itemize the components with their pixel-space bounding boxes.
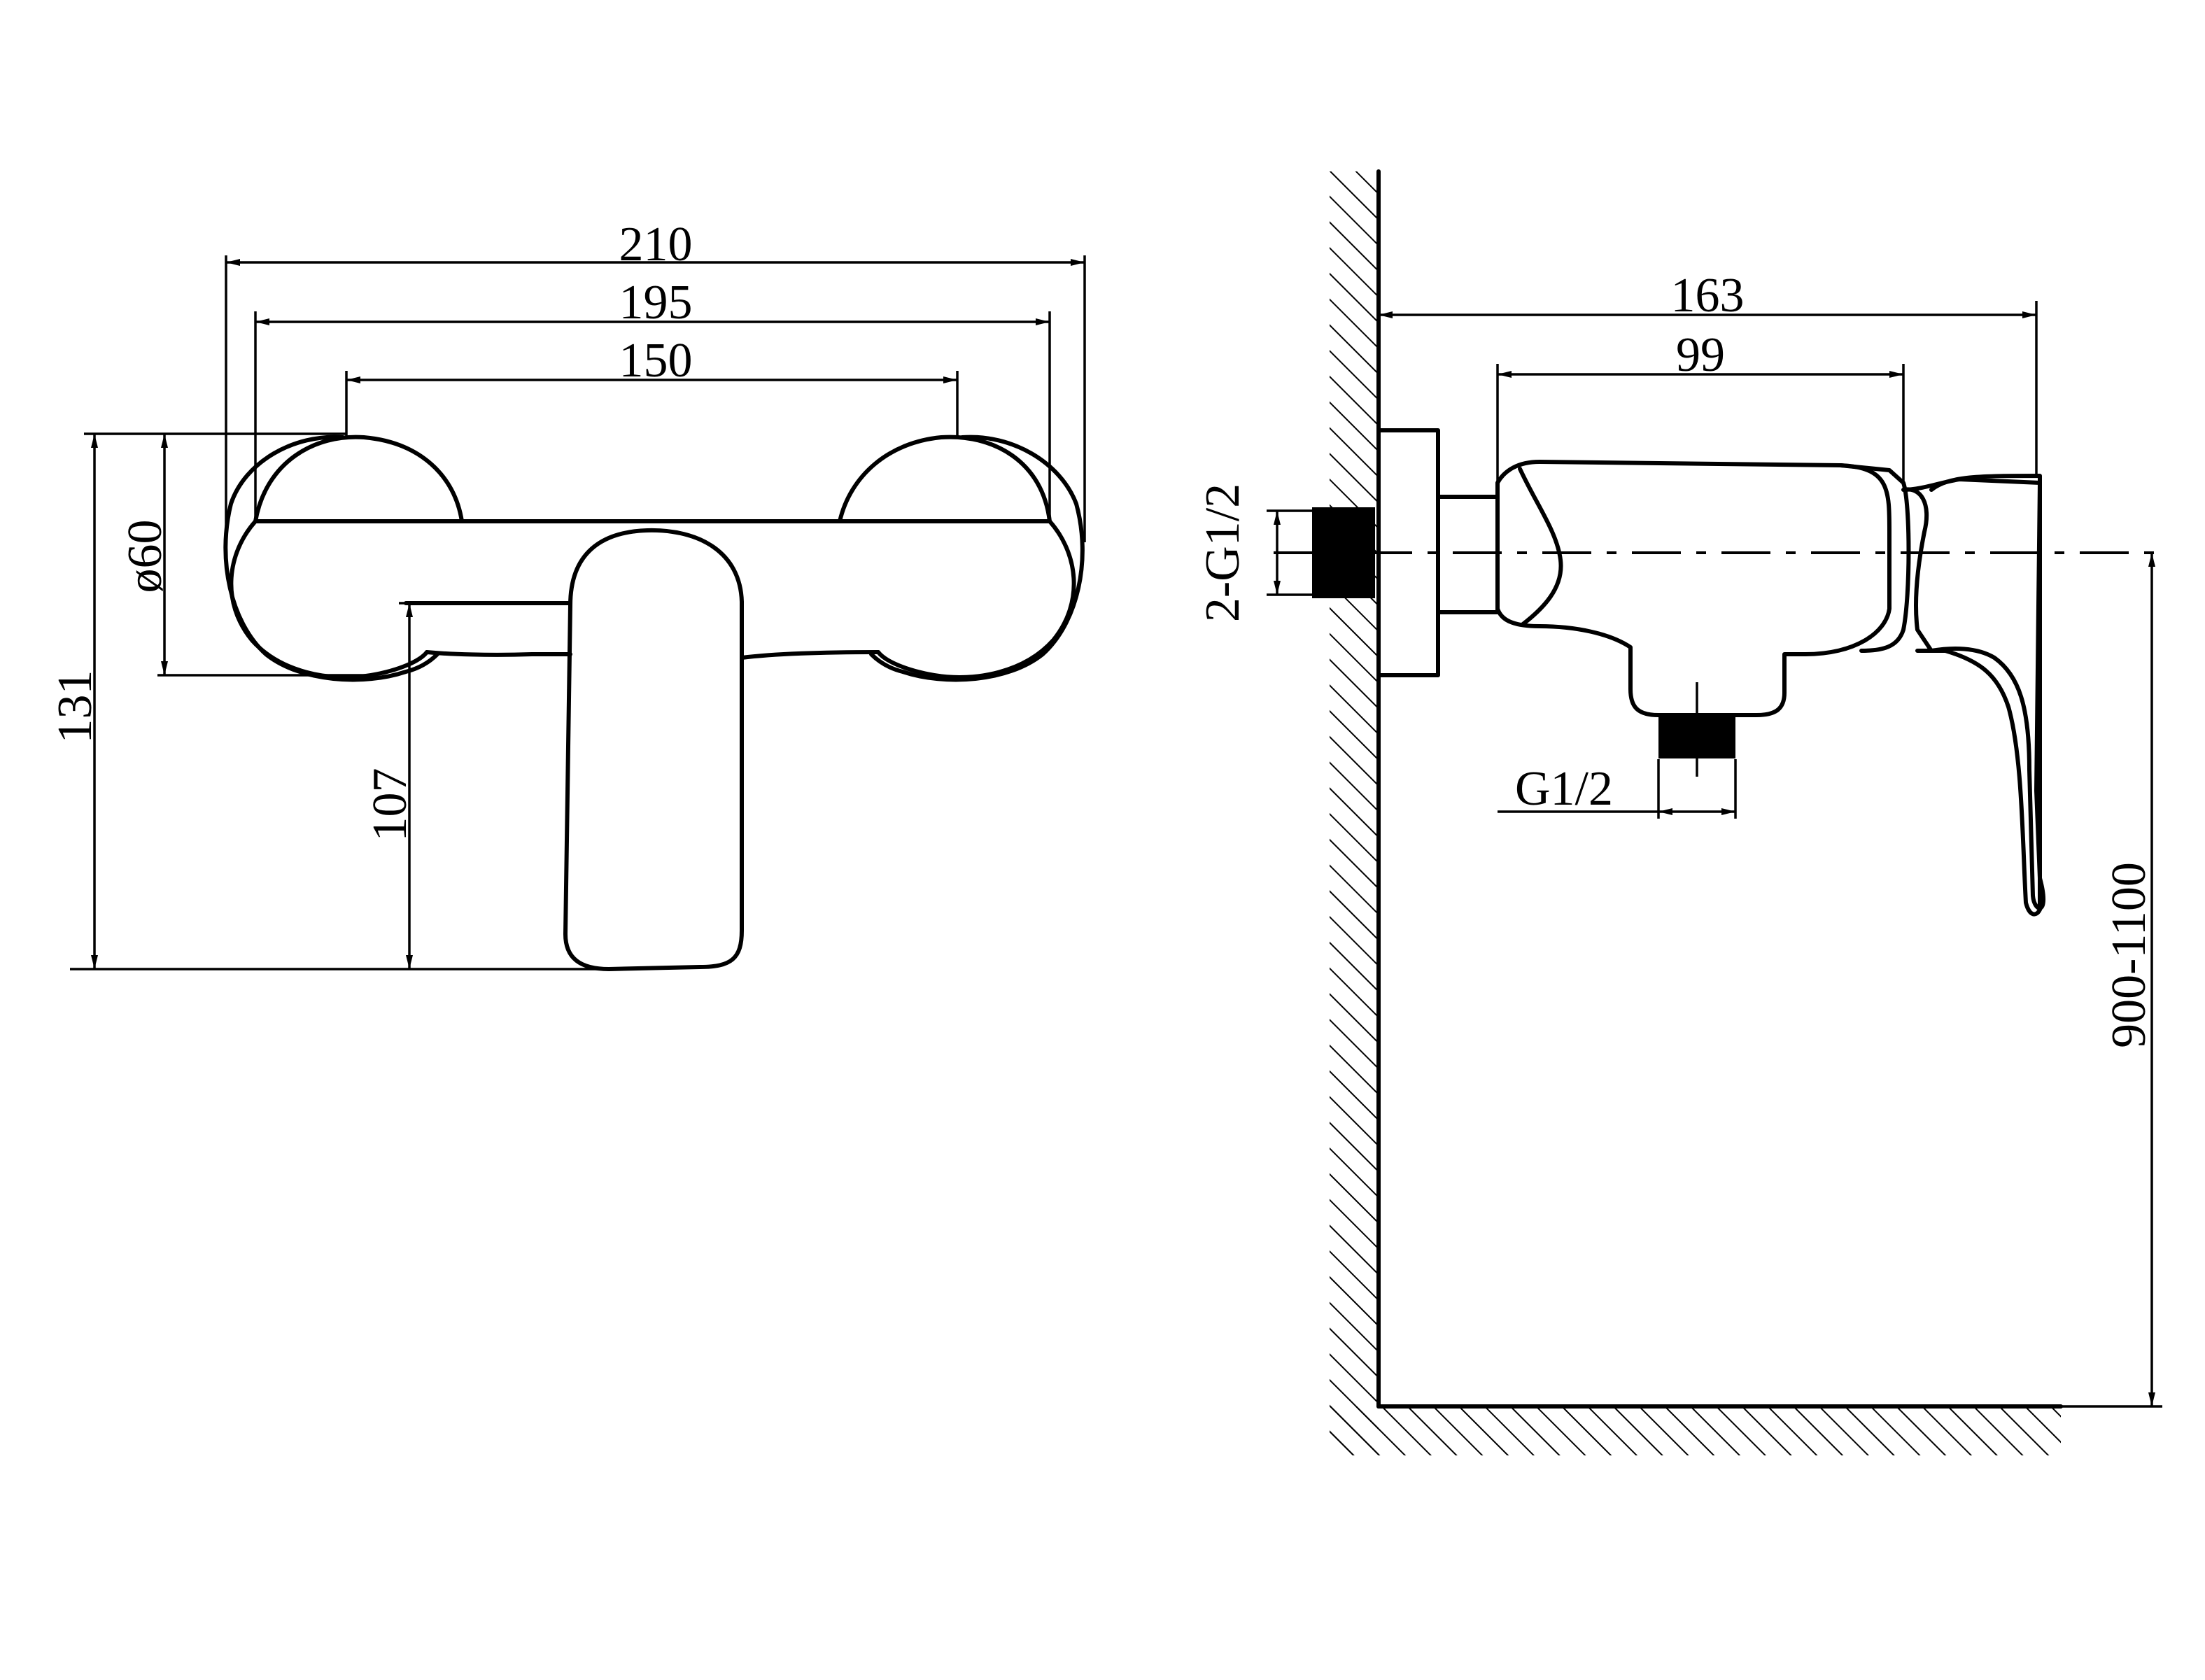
- left-escutcheon: [229, 519, 429, 679]
- front-view: 210 195 150 131 ø60 107: [48, 218, 1086, 971]
- label-150: 150: [619, 334, 693, 388]
- label-195: 195: [619, 276, 693, 330]
- left-escutcheon-top: [253, 435, 464, 523]
- right-escutcheon-inner: [876, 519, 1076, 679]
- label-mounting-height: 900-1100: [2102, 862, 2156, 1048]
- handle-base: [1838, 463, 1911, 653]
- label-210: 210: [619, 218, 693, 271]
- right-escutcheon-top: [838, 435, 1052, 523]
- left-escutcheon-outer: [223, 435, 439, 682]
- label-99: 99: [1676, 328, 1725, 382]
- wall-hatch: [1330, 171, 1379, 1455]
- valve-body-curve: [1518, 467, 1563, 627]
- lever-plate: [1915, 474, 2042, 917]
- side-view: 163 99 2-G1/2 G1/2 900-1100: [1196, 169, 2162, 1455]
- lever-front: [563, 528, 744, 971]
- label-107: 107: [363, 768, 417, 842]
- nut: [1436, 495, 1500, 614]
- label-diameter-60: ø60: [118, 520, 172, 593]
- floor-hatch: [1330, 1406, 2061, 1455]
- lever-side: [1901, 477, 2045, 910]
- label-163: 163: [1671, 269, 1745, 323]
- valve-body-bottom: [425, 650, 880, 660]
- label-inlet-thread: 2-G1/2: [1196, 483, 1250, 622]
- label-outlet-thread: G1/2: [1515, 762, 1613, 816]
- label-131: 131: [48, 670, 102, 744]
